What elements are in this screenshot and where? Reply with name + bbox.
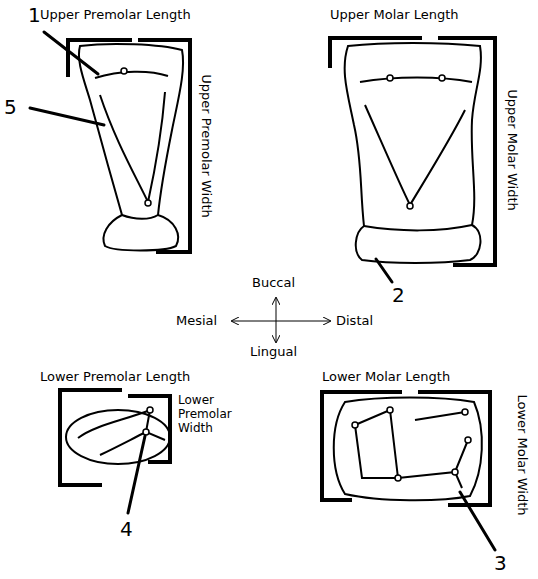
callout-number: 3 [494, 552, 507, 575]
callout-number: 5 [4, 96, 17, 119]
callout-number: 2 [392, 284, 405, 307]
leader-lines [30, 32, 495, 550]
dimension-label: Lower Molar Width [515, 394, 530, 515]
tooth-outlines [66, 43, 482, 500]
direction-label: Mesial [176, 314, 217, 329]
orientation-arrows [232, 298, 330, 342]
cusp-points [121, 68, 471, 481]
direction-label: Distal [336, 314, 373, 329]
dimension-label: Lower Premolar Width [178, 394, 240, 435]
dimension-label: Upper Premolar Length [40, 8, 191, 23]
dimension-label: Lower Molar Length [322, 370, 450, 385]
dimension-label: Lower Premolar Length [40, 370, 190, 385]
dimension-label: Upper Molar Length [330, 8, 459, 23]
callout-number: 1 [28, 4, 41, 27]
direction-label: Lingual [250, 345, 297, 360]
callout-number: 4 [120, 518, 133, 541]
direction-label: Buccal [252, 276, 295, 291]
dimension-label: Upper Molar Width [505, 89, 520, 211]
measure-brackets [60, 38, 495, 505]
dimension-label: Upper Premolar Width [199, 74, 214, 218]
